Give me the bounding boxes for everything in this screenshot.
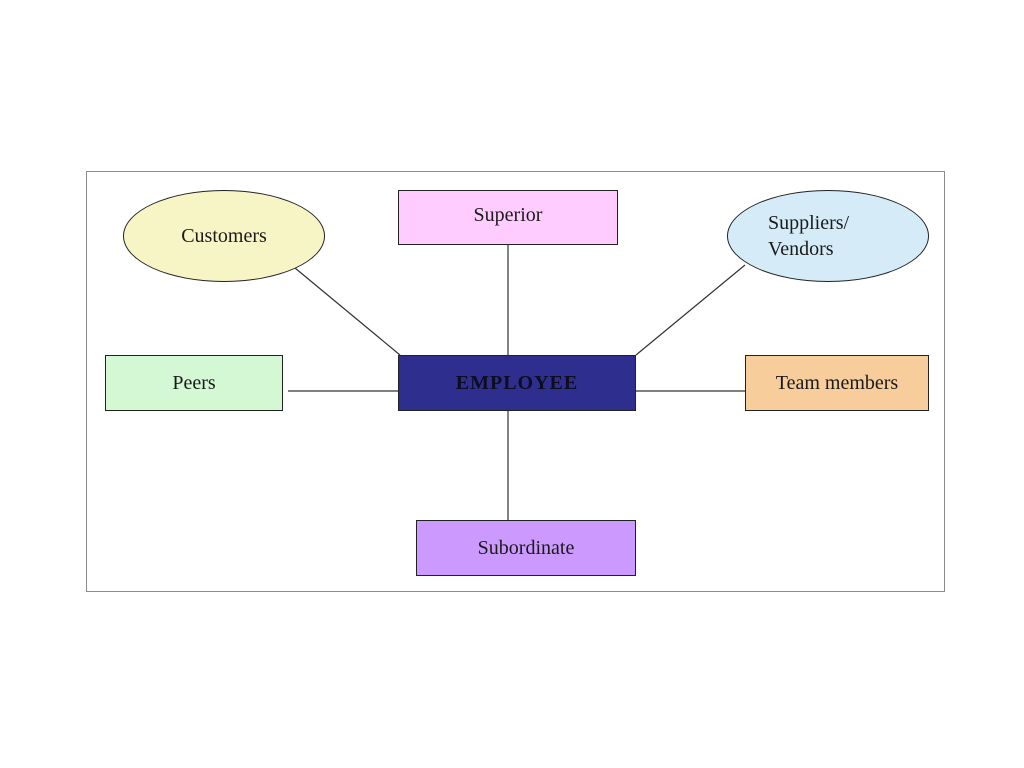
subordinate-node: Subordinate: [416, 520, 636, 576]
edge-suppliers-employee: [635, 264, 746, 356]
suppliers-vendors-node: Suppliers/ Vendors: [727, 190, 929, 282]
customers-label: Customers: [181, 225, 267, 247]
team-members-node: Team members: [745, 355, 929, 411]
superior-label: Superior: [473, 204, 543, 226]
employee-node: EMPLOYEE: [398, 355, 636, 411]
peers-node: Peers: [105, 355, 283, 411]
peers-label: Peers: [172, 372, 216, 394]
customers-node: Customers: [123, 190, 325, 282]
edge-customers-employee: [294, 267, 401, 356]
suppliers-vendors-label: Suppliers/ Vendors: [768, 212, 850, 260]
subordinate-label: Subordinate: [477, 537, 575, 559]
superior-node: Superior: [398, 190, 618, 245]
employee-label: EMPLOYEE: [455, 372, 579, 394]
team-members-label: Team members: [775, 372, 899, 394]
